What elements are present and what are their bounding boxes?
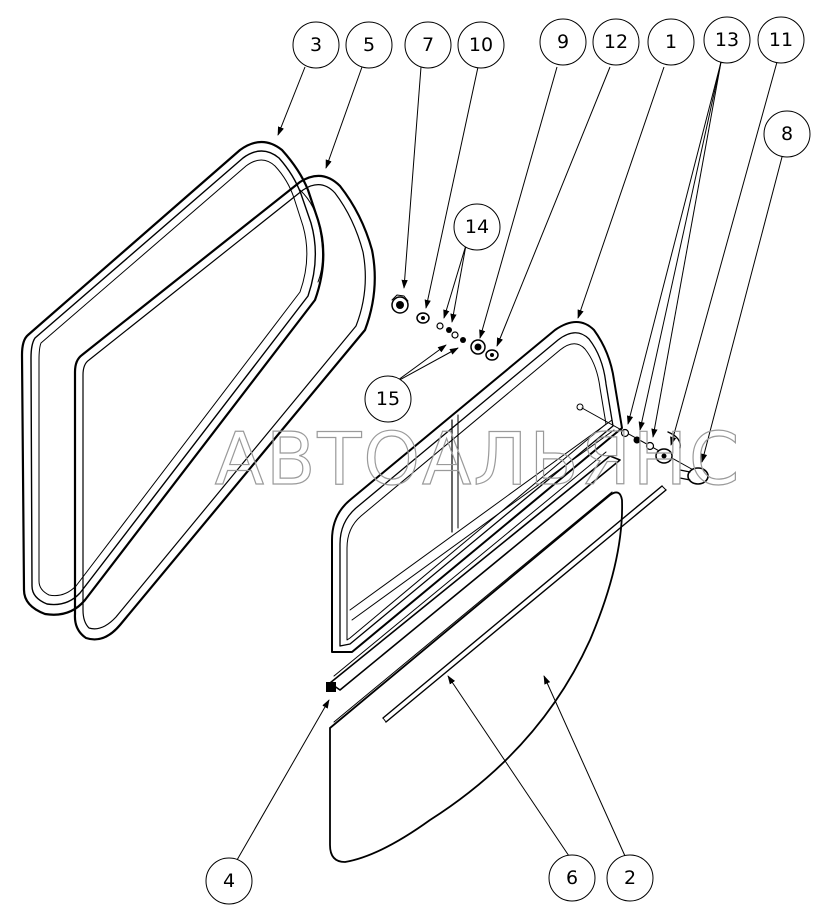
- callout-label: 12: [604, 31, 628, 53]
- callout-10: 10: [457, 21, 505, 69]
- callout-15: 15: [364, 375, 412, 423]
- callout-label: 14: [465, 216, 489, 238]
- callout-9: 9: [539, 18, 587, 66]
- hardware-group-right: [581, 407, 709, 485]
- callout-8: 8: [763, 110, 811, 158]
- callout-5: 5: [345, 21, 393, 69]
- part-4-seal-strip: [326, 451, 621, 692]
- callout-label: 2: [624, 867, 636, 889]
- part-2-glass-pane: [329, 491, 623, 863]
- callout-14: 14: [453, 203, 501, 251]
- callout-label: 6: [566, 867, 578, 889]
- callout-7: 7: [404, 21, 452, 69]
- callout-label: 4: [223, 870, 235, 892]
- hardware-group-left: [391, 294, 499, 361]
- part-5-inner-seal: [73, 174, 376, 641]
- callout-13: 13: [703, 16, 751, 64]
- callout-1: 1: [647, 18, 695, 66]
- callout-label: 3: [310, 34, 322, 56]
- callout-12: 12: [592, 18, 640, 66]
- watermark-text: АВТОАЛЬЯНС: [215, 417, 742, 501]
- callout-11: 11: [757, 16, 805, 64]
- part-3-outer-seal: [20, 140, 325, 616]
- callout-6: 6: [548, 854, 596, 902]
- part-6-guide-strip: [382, 485, 667, 723]
- callout-label: 1: [665, 31, 677, 53]
- callout-label: 13: [715, 29, 739, 51]
- callout-label: 7: [422, 34, 434, 56]
- callout-4: 4: [205, 857, 253, 905]
- callout-2: 2: [606, 854, 654, 902]
- callout-label: 15: [376, 388, 400, 410]
- part-1-glass-frame: [331, 321, 623, 653]
- callout-label: 5: [363, 34, 375, 56]
- callout-label: 11: [769, 29, 793, 51]
- leader-lines: [236, 61, 783, 861]
- callout-label: 8: [781, 123, 793, 145]
- callout-3: 3: [292, 21, 340, 69]
- callout-label: 10: [469, 34, 493, 56]
- callout-label: 9: [557, 31, 569, 53]
